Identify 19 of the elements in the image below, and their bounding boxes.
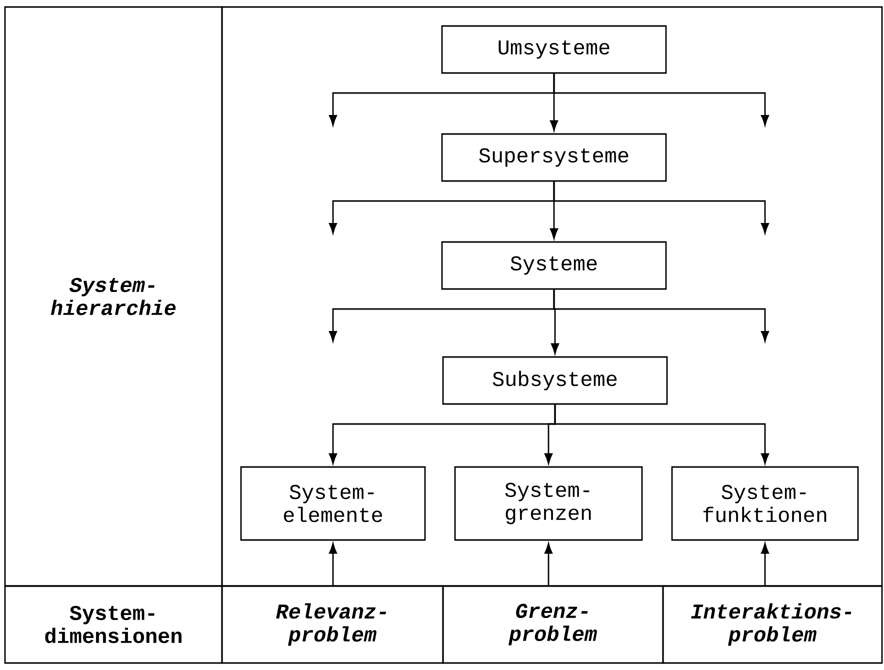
arrow [553, 290, 770, 342]
system-box: System- grenzen [454, 466, 643, 541]
arrow [553, 182, 770, 234]
arrow [553, 74, 770, 126]
system-box: System- elemente [240, 466, 426, 541]
arrow [544, 543, 553, 586]
system-box: System- funktionen [671, 466, 859, 541]
problem-cell: Relevanz- problem [221, 585, 444, 664]
problem-cell: Grenz- problem [442, 585, 664, 664]
row-header: System- hierarchie [4, 6, 223, 587]
arrow [760, 543, 770, 586]
system-box: Umsysteme [441, 25, 667, 74]
system-box: Supersysteme [441, 133, 667, 182]
row-header: System- dimensionen [4, 585, 223, 664]
arrow [328, 543, 338, 586]
problem-cell: Interaktions- problem [662, 585, 883, 664]
system-box: Subsysteme [442, 356, 668, 405]
arrow [554, 404, 770, 464]
system-box: Systeme [441, 241, 667, 290]
